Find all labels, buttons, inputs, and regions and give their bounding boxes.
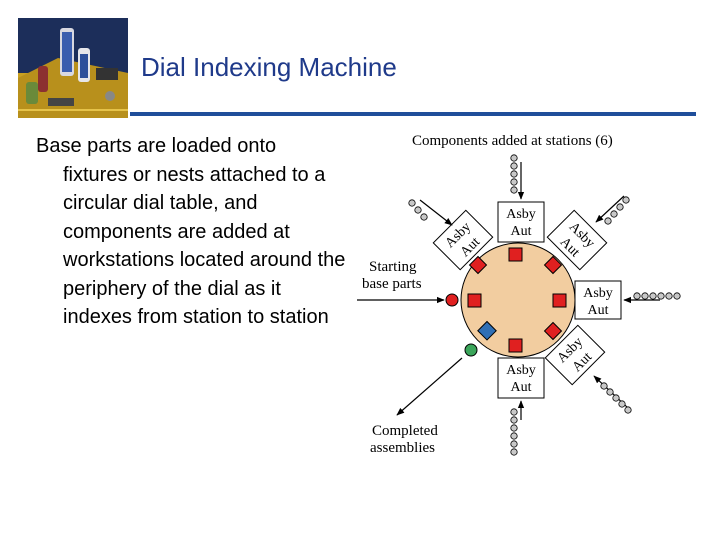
starting-label-line1: Starting: [369, 259, 417, 275]
arrow-upper-left-feed: [419, 199, 453, 226]
feed-dots-right: [633, 292, 681, 300]
arrow-completed-assemblies: [396, 357, 463, 416]
station-label: Asby: [583, 286, 613, 301]
starting-label: Starting base parts: [362, 259, 422, 292]
feed-dots-upper-right: [604, 196, 630, 225]
feed-dots-bottom: [510, 408, 518, 456]
circuit-board-logo: [18, 18, 128, 118]
part-red: [508, 247, 523, 262]
part-red: [543, 321, 563, 341]
part-red: [552, 293, 567, 308]
station-right: Asby Aut: [574, 280, 622, 320]
station-label: Aut: [588, 303, 609, 318]
part-red: [508, 338, 523, 353]
components-label: Components added at stations (6): [412, 133, 613, 149]
arrow-upper-right-feed: [595, 195, 625, 223]
completed-assembly: [464, 343, 478, 357]
feed-dots-top: [510, 154, 518, 194]
completed-label: Completed assemblies: [370, 423, 442, 456]
part-red: [543, 255, 563, 275]
part-red: [467, 293, 482, 308]
feed-dots-upper-left: [408, 199, 428, 221]
station-label: Asby: [506, 363, 536, 378]
entering-base-part: [445, 293, 459, 307]
feed-dots-lower-right: [600, 382, 632, 414]
slide-title: Dial Indexing Machine: [141, 52, 397, 82]
starting-label-line2: base parts: [362, 276, 422, 292]
station-label: Aut: [511, 380, 532, 395]
body-text: Base parts are loaded onto fixtures or n…: [36, 132, 346, 332]
part-red: [468, 255, 488, 275]
completed-label-line1: Completed: [372, 423, 438, 439]
title-underline: [130, 112, 696, 116]
part-blue: [477, 320, 497, 341]
station-bottom: Asby Aut: [497, 357, 545, 399]
body-paragraph: Base parts are loaded onto fixtures or n…: [36, 135, 346, 328]
station-upper-right: Asby Aut: [546, 209, 608, 271]
station-label: Aut: [511, 224, 532, 239]
station-label: Asby: [506, 207, 536, 222]
station-top: Asby Aut: [497, 201, 545, 243]
completed-label-line2: assemblies: [370, 440, 435, 456]
